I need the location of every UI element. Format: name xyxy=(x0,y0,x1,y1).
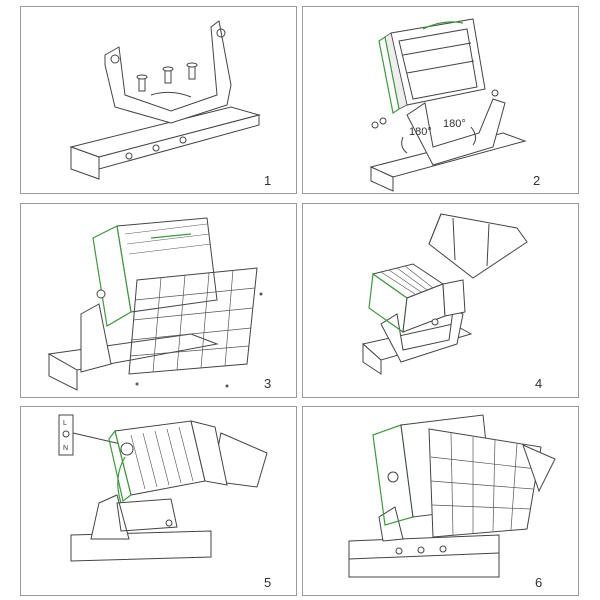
step-6-panel: 6 xyxy=(302,406,579,596)
step-1-panel: 1 xyxy=(20,6,297,194)
step-2-panel: 180° 180° 2 xyxy=(302,6,579,194)
grille-wires xyxy=(129,269,256,373)
terminal-block xyxy=(58,414,74,456)
grille-illustration xyxy=(47,217,263,391)
heatsink-fins xyxy=(130,426,194,490)
terminal-label-n: N xyxy=(63,445,68,452)
step-number: 5 xyxy=(264,575,272,590)
step-5-panel: L N 5 xyxy=(20,406,297,596)
step-number: 1 xyxy=(264,173,272,188)
assembled-illustration xyxy=(348,414,556,578)
step-number: 3 xyxy=(264,376,272,391)
bracket-illustration xyxy=(69,20,261,180)
step-number: 6 xyxy=(535,575,543,590)
grille-wires xyxy=(430,432,538,536)
rotation-label-right: 180° xyxy=(443,118,466,130)
terminal-label-l: L xyxy=(63,420,67,427)
cable-gland xyxy=(120,442,134,456)
heatsink-fins xyxy=(380,265,434,295)
rotation-illustration: 180° 180° xyxy=(369,18,527,192)
step-number: 2 xyxy=(533,173,541,188)
step-3-panel: 3 xyxy=(20,203,297,398)
step-number: 4 xyxy=(535,376,543,391)
rotation-label-left: 180° xyxy=(409,126,432,138)
wiring-illustration: L N xyxy=(58,414,268,562)
step-4-panel: 4 xyxy=(302,203,579,398)
visor-illustration xyxy=(361,213,528,375)
